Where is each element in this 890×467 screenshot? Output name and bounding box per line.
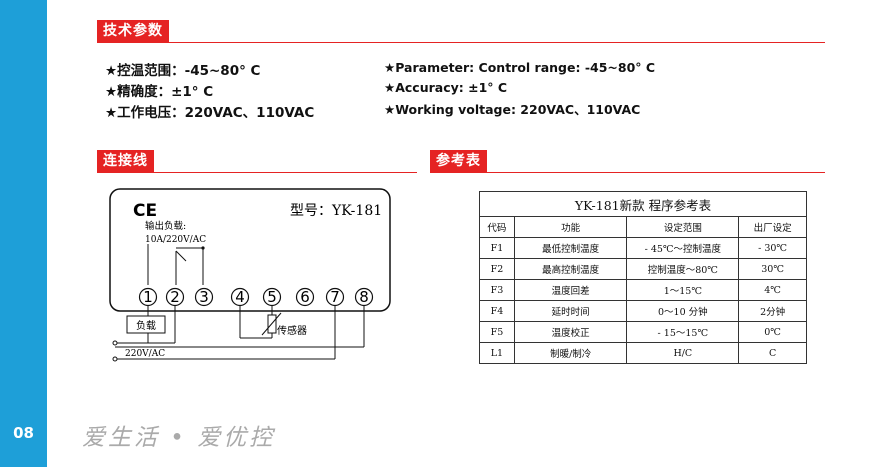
- cell-default: C: [738, 342, 807, 364]
- cell-range: - 45℃～控制温度: [626, 237, 740, 259]
- terminal-7: [325, 287, 345, 307]
- table-row: L1 制暖/制冷 H/C C: [479, 342, 807, 364]
- cell-code: F4: [479, 300, 515, 322]
- controller-outline: [109, 188, 391, 312]
- terminal-1-label: 1: [143, 288, 153, 306]
- table-row: F1 最低控制温度 - 45℃～控制温度 - 30℃: [479, 237, 807, 259]
- header-code: 代码: [479, 216, 515, 238]
- cell-function: 温度回差: [513, 279, 628, 301]
- reference-header-row: 代码 功能 设定范围 出厂设定: [479, 216, 807, 238]
- ce-mark: CE: [133, 201, 157, 221]
- terminal-6-label: 6: [300, 288, 310, 306]
- reference-table: YK-181新款 程序参考表 代码 功能 设定范围 出厂设定 F1 最低控制温度…: [479, 191, 807, 364]
- table-row: F3 温度回差 1～15℃ 4℃: [479, 279, 807, 301]
- cell-function: 最低控制温度: [513, 237, 628, 259]
- slogan: 爱生活 • 爱优控: [82, 425, 276, 451]
- wiring-section-title: 连接线: [97, 150, 154, 172]
- tech-section-title: 技术参数: [97, 20, 169, 42]
- tech-en-accuracy: ★Accuracy: ±1° C: [384, 80, 508, 95]
- mains-terminal-a: [112, 340, 118, 346]
- terminal-5-label: 5: [267, 288, 277, 306]
- cell-function: 最高控制温度: [513, 258, 628, 280]
- tech-en-range: ★Parameter: Control range: -45~80° C: [384, 60, 656, 75]
- terminal-row: 1 2 3 4 5 6 7 8: [138, 287, 374, 307]
- tech-cn-accuracy: ★精确度：±1° C: [105, 84, 214, 100]
- terminal-7-label: 7: [330, 288, 340, 306]
- load-box: [126, 315, 166, 334]
- cell-code: F3: [479, 279, 515, 301]
- terminal-3-label: 3: [199, 288, 209, 306]
- output-load-label: 输出负载:: [145, 220, 186, 232]
- cell-code: F5: [479, 321, 515, 343]
- reference-section-rule: [430, 172, 825, 173]
- terminal-8-label: 8: [359, 288, 369, 306]
- cell-range: H/C: [626, 342, 740, 364]
- header-range: 设定范围: [626, 216, 740, 238]
- cell-function: 制暖/制冷: [513, 342, 628, 364]
- page-number: 08: [13, 424, 34, 442]
- terminal-4: [230, 287, 250, 307]
- supply-label: 220V/AC: [125, 349, 165, 359]
- cell-code: L1: [479, 342, 515, 364]
- relay-node: [201, 246, 205, 250]
- thermistor-arrow: [261, 312, 282, 336]
- table-row: F5 温度校正 - 15～15℃ 0℃: [479, 321, 807, 343]
- tech-cn-voltage: ★工作电压：220VAC、110VAC: [105, 105, 315, 121]
- terminal-2: [165, 287, 185, 307]
- tech-section-rule: [97, 42, 825, 43]
- cell-default: 4℃: [738, 279, 807, 301]
- header-default: 出厂设定: [738, 216, 807, 238]
- wiring-diagram: CE 型号：YK-181 输出负载: 10A/220V/AC 1 2 3 4 5…: [109, 188, 391, 362]
- cell-range: 1～15℃: [626, 279, 740, 301]
- sensor-label: 传感器: [277, 324, 307, 337]
- load-label: 负载: [136, 319, 156, 332]
- reference-section-title: 参考表: [430, 150, 487, 172]
- cell-range: 控制温度～80℃: [626, 258, 740, 280]
- mains-terminal-b: [112, 356, 118, 362]
- terminal-6: [295, 287, 315, 307]
- cell-code: F2: [479, 258, 515, 280]
- cell-function: 延时时间: [513, 300, 628, 322]
- cell-default: 30℃: [738, 258, 807, 280]
- cell-range: - 15～15℃: [626, 321, 740, 343]
- cell-code: F1: [479, 237, 515, 259]
- model-label: 型号：YK-181: [290, 203, 382, 219]
- cell-default: 0℃: [738, 321, 807, 343]
- terminal-4-label: 4: [235, 288, 245, 306]
- tech-en-voltage: ★Working voltage: 220VAC、110VAC: [384, 102, 641, 117]
- tech-cn-range: ★控温范围：-45~80° C: [105, 63, 261, 79]
- cell-default: - 30℃: [738, 237, 807, 259]
- sidebar-strip: [0, 0, 47, 467]
- header-function: 功能: [513, 216, 628, 238]
- terminal-5: [262, 287, 282, 307]
- cell-default: 2分钟: [738, 300, 807, 322]
- terminal-8: [354, 287, 374, 307]
- terminal-1: [138, 287, 158, 307]
- cell-function: 温度校正: [513, 321, 628, 343]
- terminal-3: [194, 287, 214, 307]
- rating-label: 10A/220V/AC: [145, 235, 206, 245]
- cell-range: 0～10 分钟: [626, 300, 740, 322]
- terminal-2-label: 2: [170, 288, 180, 306]
- relay-contact: [175, 250, 187, 262]
- reference-caption: YK-181新款 程序参考表: [479, 191, 807, 217]
- wiring-section-rule: [97, 172, 417, 173]
- table-row: F4 延时时间 0～10 分钟 2分钟: [479, 300, 807, 322]
- table-row: F2 最高控制温度 控制温度～80℃ 30℃: [479, 258, 807, 280]
